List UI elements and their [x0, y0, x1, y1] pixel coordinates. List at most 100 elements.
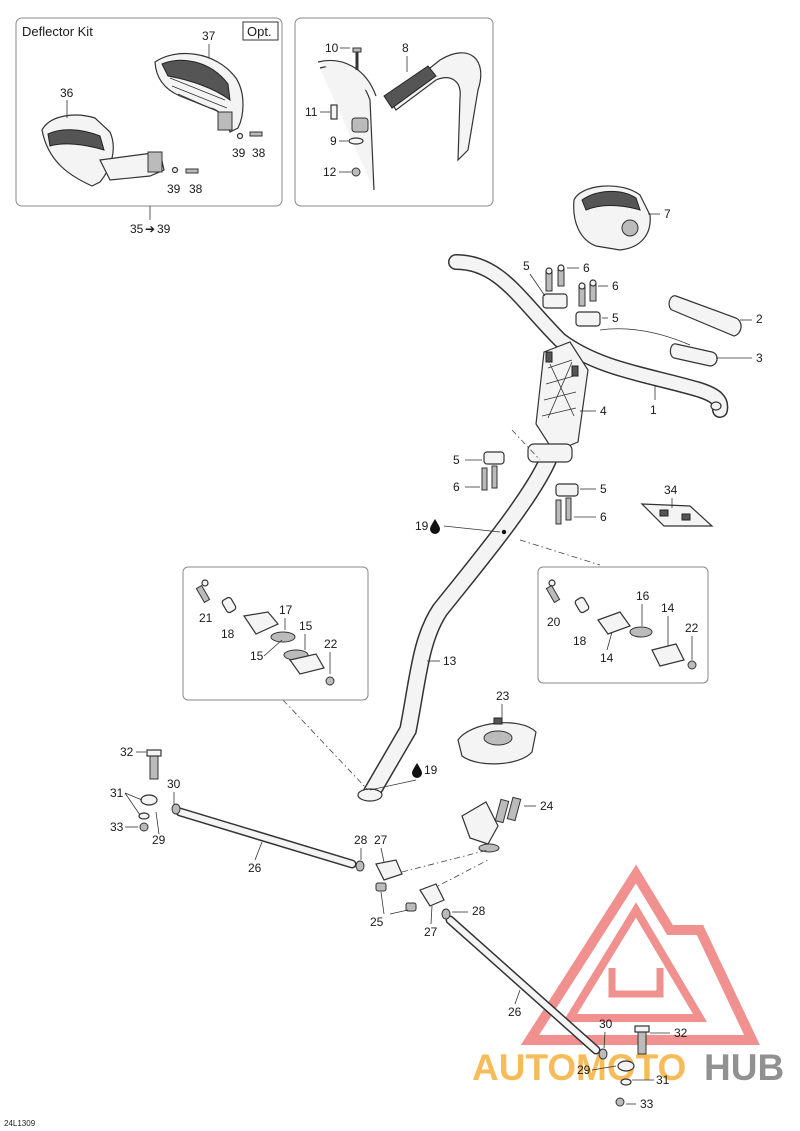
callout-6b: 6 — [612, 279, 619, 293]
watermark-logo — [520, 864, 760, 1045]
callout-28b: 28 — [472, 904, 486, 918]
callout-3: 3 — [756, 351, 763, 365]
callout-2: 2 — [756, 312, 763, 326]
callout-19a: 19 — [415, 519, 429, 533]
callout-4: 4 — [600, 404, 607, 418]
grip-left — [669, 343, 718, 367]
callout-26a: 26 — [248, 861, 262, 875]
callout-16: 16 — [636, 589, 650, 603]
watermark-hub: HUB — [704, 1047, 784, 1088]
deflector-kit-frame — [15, 17, 283, 207]
throttle-cable — [599, 328, 691, 346]
callout-5c: 5 — [453, 453, 460, 467]
callout-33a: 33 — [110, 820, 124, 834]
guard-detail-frame — [294, 17, 494, 207]
callout-25: 25 — [370, 915, 384, 929]
callout-39b: 39 — [167, 182, 181, 196]
callout-5d: 5 — [600, 482, 607, 496]
bushings — [375, 882, 417, 912]
callout-6a: 6 — [583, 261, 590, 275]
callout-26b: 26 — [508, 1005, 522, 1019]
callout-20: 20 — [547, 615, 561, 629]
kit-range-arrow: ➔ — [145, 222, 155, 236]
deflector-left — [41, 114, 165, 187]
callout-32b: 32 — [674, 1026, 688, 1040]
callout-8: 8 — [402, 41, 409, 55]
callout-19b: 19 — [424, 763, 438, 777]
callout-27a: 27 — [374, 833, 388, 847]
left-detail-frame — [182, 566, 369, 701]
callout-34: 34 — [664, 483, 678, 497]
arm-link — [401, 849, 489, 891]
callout-22b: 22 — [685, 621, 699, 635]
optional-tag-frame — [242, 21, 279, 41]
callout-29a: 29 — [152, 833, 166, 847]
callout-37: 37 — [202, 29, 216, 43]
optional-tag: Opt. — [247, 24, 272, 39]
callout-29b: 29 — [577, 1063, 591, 1077]
right-detail-parts — [545, 579, 697, 670]
upper-clamps — [542, 264, 601, 327]
grease-drop-icon-2 — [412, 763, 422, 778]
lower-clamps — [481, 451, 579, 525]
tie-rod-lower — [419, 883, 650, 1107]
callout-39a: 39 — [232, 146, 246, 160]
callout-24: 24 — [540, 799, 554, 813]
kit-range-end: 39 — [157, 222, 171, 236]
handlebar-cover — [573, 185, 651, 251]
callout-6d: 6 — [600, 510, 607, 524]
callout-30b: 30 — [599, 1017, 613, 1031]
callout-13: 13 — [443, 654, 457, 668]
callout-9: 9 — [330, 134, 337, 148]
tie-rod-upper — [138, 749, 403, 881]
kit-range: 35 — [130, 222, 144, 236]
callout-14a: 14 — [661, 601, 675, 615]
drawing-code: 24L1309 — [4, 1119, 36, 1128]
callout-27b: 27 — [424, 925, 438, 939]
callout-6c: 6 — [453, 480, 460, 494]
kit-hardware — [171, 131, 263, 174]
callout-11: 11 — [305, 105, 318, 119]
steering-pad — [640, 503, 714, 527]
callout-32a: 32 — [120, 745, 134, 759]
callout-18b: 18 — [573, 634, 587, 648]
callout-15b: 15 — [250, 649, 264, 663]
callout-30a: 30 — [167, 777, 181, 791]
steering-arm — [461, 796, 522, 853]
detail-link-left — [282, 699, 369, 791]
callout-1: 1 — [650, 403, 657, 417]
callout-18a: 18 — [221, 627, 235, 641]
steering-column — [357, 443, 573, 802]
callout-22a: 22 — [324, 637, 338, 651]
handlebar — [448, 254, 729, 418]
callout-12: 12 — [323, 165, 337, 179]
watermark-auto: AUTO — [472, 1047, 576, 1088]
callout-28a: 28 — [354, 833, 368, 847]
detail-link-right — [519, 539, 601, 566]
callout-38b: 38 — [189, 182, 203, 196]
column-boot — [457, 717, 537, 765]
callout-7: 7 — [664, 207, 671, 221]
grip-right — [668, 295, 742, 337]
callout-17: 17 — [279, 603, 293, 617]
callout-23: 23 — [496, 689, 510, 703]
callout-21: 21 — [199, 611, 213, 625]
callout-5b: 5 — [612, 311, 619, 325]
callout-33b: 33 — [640, 1097, 654, 1111]
kit-title: Deflector Kit — [22, 24, 93, 39]
callout-15a: 15 — [299, 619, 313, 633]
callout-36: 36 — [60, 86, 74, 100]
riser-block — [535, 341, 589, 453]
guard-hardware — [330, 47, 364, 177]
grease-drop-icon — [430, 519, 440, 534]
callout-38a: 38 — [252, 146, 266, 160]
callout-31a: 31 — [110, 786, 124, 800]
callout-5a: 5 — [523, 259, 530, 273]
handlebar-guard-detail — [317, 52, 482, 191]
right-detail-frame — [537, 566, 709, 684]
deflector-right — [154, 52, 244, 133]
callout-10: 10 — [325, 41, 339, 55]
callout-14b: 14 — [600, 651, 614, 665]
callout-31b: 31 — [656, 1073, 670, 1087]
